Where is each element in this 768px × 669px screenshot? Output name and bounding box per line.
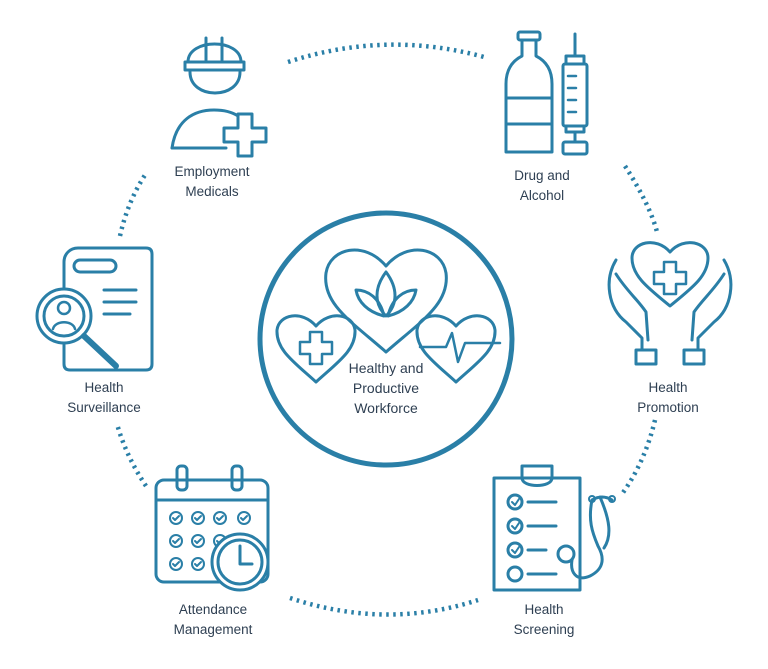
label-line-2: Surveillance [67,400,141,415]
label-drug-and-alcohol: Drug and Alcohol [467,166,617,206]
hands-heart-icon [607,241,733,366]
label-line-1: Health [524,602,564,617]
arc-left [117,170,149,237]
worker-medical-icon [170,36,268,158]
center-circle [257,210,515,468]
label-health-screening: Health Screening [469,600,619,640]
label-health-surveillance: Health Surveillance [29,378,179,418]
label-line-2: Screening [513,622,575,637]
center-label-line-3: Workforce [354,400,418,416]
label-line-2: Promotion [637,400,699,415]
calendar-clock-icon [154,464,270,592]
hearts-icon [275,248,502,384]
arc-bottom [289,595,479,617]
document-magnifier-icon [35,246,154,372]
label-health-promotion: Health Promotion [593,378,743,418]
center-label: Healthy and Productive Workforce [311,358,461,418]
label-line-2: Medicals [185,184,239,199]
arc-right [620,419,658,496]
label-line-1: Attendance [178,602,248,617]
label-line-1: Drug and [514,168,570,183]
arc-bottom-left [114,423,148,488]
clipboard-stethoscope-icon [492,464,616,592]
center-label-line-2: Productive [352,380,420,396]
label-line-1: Employment [174,164,250,179]
center-label-line-1: Healthy and [348,360,424,376]
label-line-1: Health [648,380,688,395]
label-line-2: Management [173,622,253,637]
label-line-2: Alcohol [519,188,565,203]
arc-top [287,42,485,65]
label-attendance-management: Attendance Management [138,600,288,640]
arc-top-right [623,164,660,233]
label-line-1: Health [84,380,124,395]
bottle-syringe-icon [504,30,589,156]
label-employment-medicals: Employment Medicals [137,162,287,202]
dotted-ring [114,42,660,617]
